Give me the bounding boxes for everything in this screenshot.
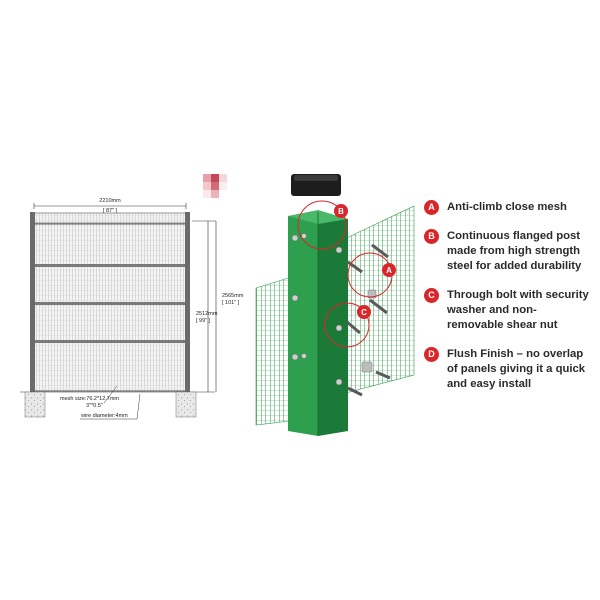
legend-text-a: Anti-climb close mesh (447, 201, 567, 213)
technical-drawing: 2210mm [ 87" ] 2565mm [ 101" ] 2512mm [ … (20, 198, 244, 420)
post-assembly: B A C (255, 174, 415, 436)
callout-b-ring (297, 200, 347, 250)
width-label: 2210mm (99, 198, 121, 204)
wire-diameter-label: wire diameter:4mm (80, 413, 128, 419)
post-cap-icon (291, 174, 341, 196)
right-post (185, 212, 190, 393)
washer-icon (361, 289, 377, 373)
bolt-icon (346, 243, 391, 397)
legend-text-c: Through bolt with security washer and no… (447, 289, 589, 331)
legend-item-c: C Through bolt with security washer and … (420, 288, 590, 333)
legend-text-d: Flush Finish – no overlap of panels givi… (447, 348, 586, 390)
mesh-size-inch-label: 3"*0.5" (86, 403, 103, 409)
callout-a-letter: A (386, 266, 392, 275)
legend-item-b: B Continuous flanged post made from high… (420, 229, 590, 274)
top-strip (33, 212, 187, 224)
mesh-panel (33, 223, 187, 392)
post-bolts (291, 233, 343, 386)
callout-b-letter: B (338, 207, 344, 216)
height-total-label: 2565mm (222, 293, 244, 299)
rail-2 (34, 302, 186, 305)
feature-legend: A Anti-climb close mesh B Continuous fla… (420, 200, 590, 406)
mesh-size-label: mesh size:76.2*12.7mm (60, 396, 119, 402)
left-post (30, 212, 35, 393)
legend-text-b: Continuous flanged post made from high s… (447, 230, 582, 272)
callout-c-badge (357, 305, 371, 319)
rail-3 (34, 340, 186, 343)
right-footing (175, 391, 197, 418)
right-mesh-panel (337, 205, 415, 396)
callout-c-ring (324, 302, 370, 348)
height-total-inch-label: [ 101" ] (222, 300, 240, 306)
legend-badge-b: B (424, 229, 439, 244)
legend-item-a: A Anti-climb close mesh (420, 200, 590, 215)
legend-badge-c: C (424, 288, 439, 303)
width-inch-label: [ 87" ] (103, 208, 118, 214)
legend-item-d: D Flush Finish – no overlap of panels gi… (420, 347, 590, 392)
callout-a-badge (382, 263, 396, 277)
pixelated-watermark-icon (203, 174, 227, 198)
rail-1 (34, 264, 186, 267)
height-panel-label: 2512mm (196, 311, 218, 317)
callout-c-letter: C (361, 308, 367, 317)
legend-badge-d: D (424, 347, 439, 362)
legend-badge-a: A (424, 200, 439, 215)
height-panel-inch-label: [ 99" ] (196, 318, 211, 324)
post-side-face (318, 212, 348, 436)
left-footing (24, 391, 46, 418)
post-front-face (288, 212, 318, 436)
callout-b-badge (334, 204, 348, 218)
